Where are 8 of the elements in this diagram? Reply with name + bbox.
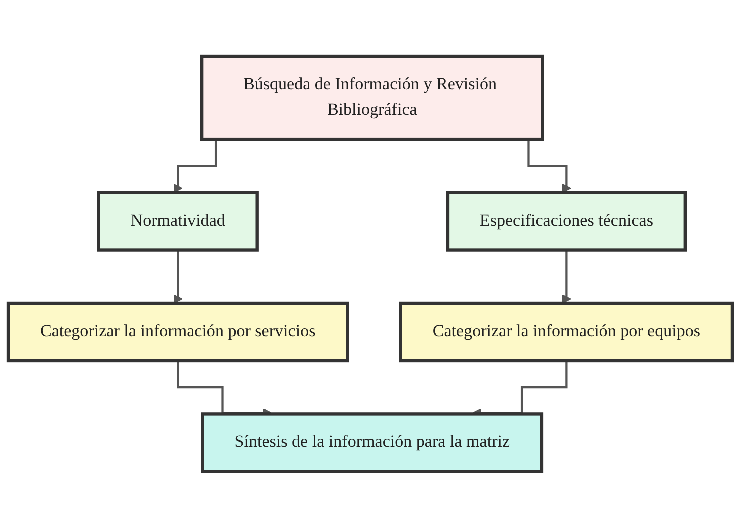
arrow (173, 250, 183, 304)
node-box: Búsqueda de Información y Revisión Bibliográfica (200, 55, 544, 142)
node-box: Categorizar la información por servicios (6, 302, 350, 363)
node-box: Especificaciones técnicas (446, 192, 687, 252)
node-box: Categorizar la información por equipos (399, 302, 734, 363)
arrow (562, 250, 572, 304)
node-box: Normatividad (97, 192, 259, 252)
node-box: Síntesis de la información para la matriz (201, 413, 544, 474)
